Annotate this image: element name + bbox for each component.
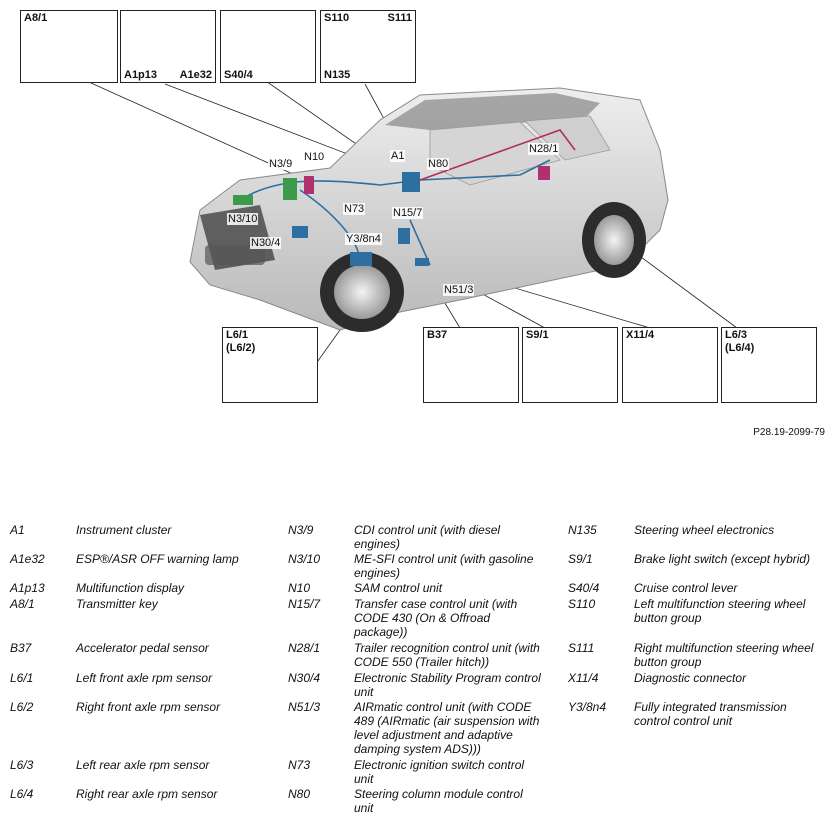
callout-n30-4: N30/4 bbox=[250, 237, 282, 249]
legend-code: Y3/8n4 bbox=[568, 700, 607, 714]
legend-desc: Transmitter key bbox=[76, 597, 158, 611]
component-locator-diagram: A8/1 A1p13 A1e32 S40/4 S110 S111 N135 L6… bbox=[20, 10, 825, 438]
inset-box-steering-wheel: S110 S111 N135 bbox=[320, 10, 416, 83]
legend-code: L6/1 bbox=[10, 671, 34, 685]
label-a8-1: A8/1 bbox=[24, 12, 48, 24]
callout-a1: A1 bbox=[390, 150, 406, 162]
legend-code: L6/3 bbox=[10, 758, 34, 772]
legend-code: A1e32 bbox=[10, 552, 45, 566]
inset-box-s40-4: S40/4 bbox=[220, 10, 316, 83]
label-l6-3: L6/3 bbox=[725, 329, 748, 341]
legend-desc: Left front axle rpm sensor bbox=[76, 671, 213, 685]
legend-code: N80 bbox=[288, 787, 311, 801]
legend-desc: CDI control unit (with diesel engines) bbox=[354, 523, 501, 551]
legend-code: N10 bbox=[288, 581, 311, 595]
legend-code: L6/4 bbox=[10, 787, 34, 801]
legend-desc: ESP®/ASR OFF warning lamp bbox=[76, 552, 239, 566]
label-b37: B37 bbox=[427, 329, 448, 341]
legend-desc: Steering column module control unit bbox=[354, 787, 523, 815]
legend-desc: Accelerator pedal sensor bbox=[76, 641, 209, 655]
label-s111: S111 bbox=[387, 12, 412, 24]
legend-code: S9/1 bbox=[568, 552, 593, 566]
legend-desc: Electronic ignition switch control unit bbox=[354, 758, 525, 786]
label-x11-4: X11/4 bbox=[626, 329, 655, 341]
legend-desc: Transfer case control unit (with CODE 43… bbox=[354, 597, 518, 639]
legend-desc: Right rear axle rpm sensor bbox=[76, 787, 218, 801]
legend-code: B37 bbox=[10, 641, 32, 655]
legend-desc: Electronic Stability Program control uni… bbox=[354, 671, 541, 699]
label-s9-1: S9/1 bbox=[526, 329, 549, 341]
legend-desc: Instrument cluster bbox=[76, 523, 172, 537]
legend-code: N30/4 bbox=[288, 671, 321, 685]
label-a1e32: A1e32 bbox=[179, 69, 212, 81]
legend-code: N15/7 bbox=[288, 597, 321, 611]
legend-code: N3/10 bbox=[288, 552, 321, 566]
inset-box-s9-1: S9/1 bbox=[522, 327, 618, 403]
legend-code: N51/3 bbox=[288, 700, 321, 714]
legend-code: A1p13 bbox=[10, 581, 45, 595]
legend-code: N135 bbox=[568, 523, 597, 537]
callout-n80: N80 bbox=[427, 158, 450, 170]
legend-desc: SAM control unit bbox=[354, 581, 443, 595]
legend-desc: Brake light switch (except hybrid) bbox=[634, 552, 811, 566]
legend-desc: AIRmatic control unit (with CODE 489 (AI… bbox=[354, 700, 540, 756]
legend-code: S110 bbox=[568, 597, 596, 611]
callout-n10: N10 bbox=[303, 151, 326, 163]
legend-desc: Multifunction display bbox=[76, 581, 185, 595]
callout-n15-7: N15/7 bbox=[392, 207, 424, 219]
legend-desc: Right multifunction steering wheel butto… bbox=[634, 641, 814, 669]
label-s110: S110 bbox=[324, 12, 350, 24]
legend-code: N3/9 bbox=[288, 523, 314, 537]
callout-n28-1: N28/1 bbox=[528, 143, 560, 155]
legend-code: N28/1 bbox=[288, 641, 321, 655]
callout-n51-3: N51/3 bbox=[443, 284, 475, 296]
legend-code: A8/1 bbox=[10, 597, 35, 611]
legend-desc: Fully integrated transmission control co… bbox=[634, 700, 787, 728]
legend-code: N73 bbox=[288, 758, 311, 772]
label-l6-4: (L6/4) bbox=[725, 342, 755, 354]
legend-code: S40/4 bbox=[568, 581, 600, 595]
legend-desc: Left rear axle rpm sensor bbox=[76, 758, 210, 772]
legend-code: L6/2 bbox=[10, 700, 34, 714]
inset-box-a8-1: A8/1 bbox=[20, 10, 118, 83]
legend-code: S111 bbox=[568, 641, 595, 655]
legend-code: A1 bbox=[10, 523, 25, 537]
legend-desc: Diagnostic connector bbox=[634, 671, 747, 685]
label-l6-1: L6/1 bbox=[226, 329, 249, 341]
callout-n3-9: N3/9 bbox=[268, 158, 294, 170]
label-n135: N135 bbox=[324, 69, 351, 81]
callout-n3-10: N3/10 bbox=[227, 213, 259, 225]
callout-y3-8n4: Y3/8n4 bbox=[345, 233, 382, 245]
legend-desc: Cruise control lever bbox=[634, 581, 738, 595]
legend-desc: Trailer recognition control unit (with C… bbox=[354, 641, 540, 669]
figure-reference: P28.19-2099-79 bbox=[753, 427, 825, 438]
callout-n73: N73 bbox=[343, 203, 366, 215]
label-l6-2: (L6/2) bbox=[226, 342, 256, 354]
inset-box-x11-4: X11/4 bbox=[622, 327, 718, 403]
inset-box-b37: B37 bbox=[423, 327, 519, 403]
legend-desc: ME-SFI control unit (with gasoline engin… bbox=[354, 552, 534, 580]
suv-body bbox=[189, 87, 669, 332]
inset-box-l6-1: L6/1 (L6/2) bbox=[222, 327, 318, 403]
legend-desc: Right front axle rpm sensor bbox=[76, 700, 221, 714]
legend-desc: Steering wheel electronics bbox=[634, 523, 775, 537]
label-s40-4: S40/4 bbox=[224, 69, 253, 81]
inset-box-l6-3: L6/3 (L6/4) bbox=[721, 327, 817, 403]
legend-desc: Left multifunction steering wheel button… bbox=[634, 597, 806, 625]
legend-code: X11/4 bbox=[568, 671, 599, 685]
inset-box-a1: A1p13 A1e32 bbox=[120, 10, 216, 83]
label-a1p13: A1p13 bbox=[124, 69, 158, 81]
